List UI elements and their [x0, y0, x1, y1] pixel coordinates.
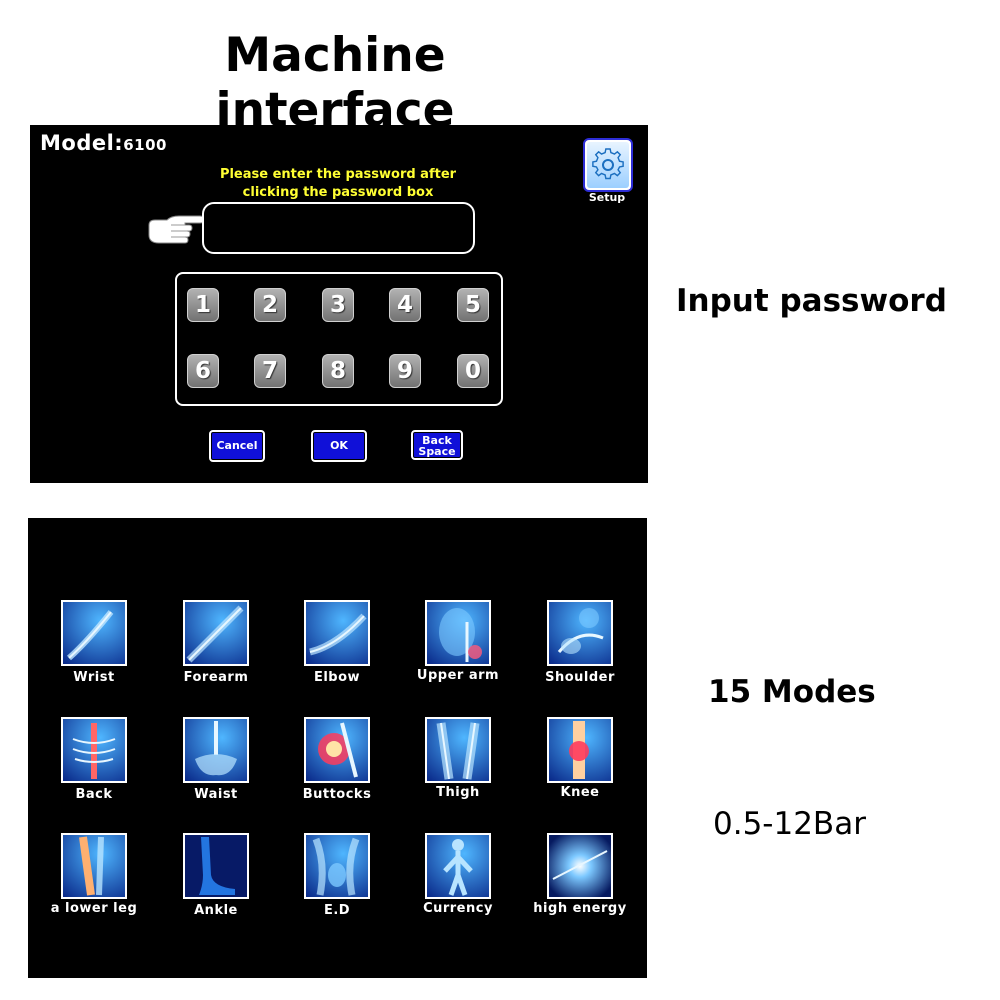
- elbow-icon: [304, 600, 370, 666]
- mode-label: Ankle: [194, 903, 238, 918]
- mode-label: Thigh: [436, 785, 480, 800]
- mode-upper-arm[interactable]: Upper arm: [417, 600, 500, 710]
- currency-icon: [425, 833, 491, 899]
- key-9[interactable]: 9: [389, 354, 421, 388]
- model-number: 6100: [123, 136, 167, 154]
- prompt-line-2: clicking the password box: [242, 185, 434, 200]
- mode-label: Elbow: [313, 670, 361, 685]
- page-title: Machine interface: [215, 28, 455, 138]
- password-screen: Model:6100 Please enter the password aft…: [30, 125, 648, 483]
- mode-label: high energy: [533, 901, 627, 916]
- mode-waist[interactable]: Waist: [178, 717, 258, 827]
- pointing-hand-icon: [148, 215, 205, 244]
- mode-lower-leg[interactable]: a lower leg: [51, 833, 137, 943]
- key-6[interactable]: 6: [187, 354, 219, 388]
- modes-count-caption: 15 Modes: [708, 674, 876, 710]
- ankle-icon: [183, 833, 249, 899]
- mode-forearm[interactable]: Forearm: [178, 600, 258, 710]
- upper-arm-icon: [425, 600, 491, 666]
- mode-label: a lower leg: [50, 901, 138, 916]
- wrist-icon: [61, 600, 127, 666]
- key-3[interactable]: 3: [322, 288, 354, 322]
- numeric-keypad: 1 2 3 4 5 6 7 8 9 0: [175, 272, 503, 406]
- setup-button[interactable]: [583, 138, 633, 192]
- thigh-icon: [425, 717, 491, 783]
- mode-buttocks[interactable]: Buttocks: [299, 717, 379, 827]
- mode-shoulder[interactable]: Shoulder: [542, 600, 622, 710]
- backspace-button[interactable]: Back Space: [411, 430, 463, 460]
- setup-label: Setup: [588, 191, 626, 204]
- mode-back[interactable]: Back: [56, 717, 136, 827]
- model-label: Model:: [40, 131, 124, 155]
- password-input[interactable]: [202, 202, 475, 254]
- input-password-caption: Input password: [676, 283, 947, 319]
- backspace-label-2: Space: [418, 445, 456, 458]
- key-0[interactable]: 0: [457, 354, 489, 388]
- mode-currency[interactable]: Currency: [420, 833, 500, 943]
- prompt-line-1: Please enter the password after: [219, 167, 457, 182]
- mode-label: Forearm: [183, 670, 249, 685]
- gear-icon: [587, 142, 629, 188]
- mode-high-energy[interactable]: high energy: [533, 833, 626, 943]
- mode-elbow[interactable]: Elbow: [299, 600, 379, 710]
- mode-label: Upper arm: [416, 668, 500, 683]
- mode-ankle[interactable]: Ankle: [178, 833, 258, 943]
- mode-label: Shoulder: [545, 670, 615, 685]
- mode-wrist[interactable]: Wrist: [56, 600, 136, 710]
- backspace-label-1: Back: [422, 434, 452, 447]
- shoulder-icon: [547, 600, 613, 666]
- mode-label: E.D: [323, 903, 351, 918]
- mode-label: Buttocks: [302, 787, 372, 802]
- mode-label: Back: [75, 787, 113, 802]
- buttocks-icon: [304, 717, 370, 783]
- key-7[interactable]: 7: [254, 354, 286, 388]
- waist-icon: [183, 717, 249, 783]
- mode-thigh[interactable]: Thigh: [420, 717, 500, 827]
- mode-label: Waist: [194, 787, 238, 802]
- back-icon: [61, 717, 127, 783]
- key-4[interactable]: 4: [389, 288, 421, 322]
- pressure-caption: 0.5-12Bar: [713, 806, 866, 842]
- mode-ed[interactable]: E.D: [299, 833, 379, 943]
- lower-leg-icon: [61, 833, 127, 899]
- modes-screen: Wrist Forearm Elbow Upper arm Shoulder B…: [28, 518, 647, 978]
- key-5[interactable]: 5: [457, 288, 489, 322]
- ok-button[interactable]: OK: [311, 430, 367, 462]
- key-1[interactable]: 1: [187, 288, 219, 322]
- mode-label: Knee: [560, 785, 600, 800]
- mode-knee[interactable]: Knee: [542, 717, 622, 827]
- model-info: Model:6100: [40, 131, 167, 155]
- knee-icon: [547, 717, 613, 783]
- key-8[interactable]: 8: [322, 354, 354, 388]
- ed-icon: [304, 833, 370, 899]
- high-energy-icon: [547, 833, 613, 899]
- mode-label: Wrist: [73, 670, 115, 685]
- password-prompt: Please enter the password after clicking…: [190, 166, 486, 202]
- key-2[interactable]: 2: [254, 288, 286, 322]
- forearm-icon: [183, 600, 249, 666]
- mode-label: Currency: [423, 901, 493, 916]
- cancel-button[interactable]: Cancel: [209, 430, 265, 462]
